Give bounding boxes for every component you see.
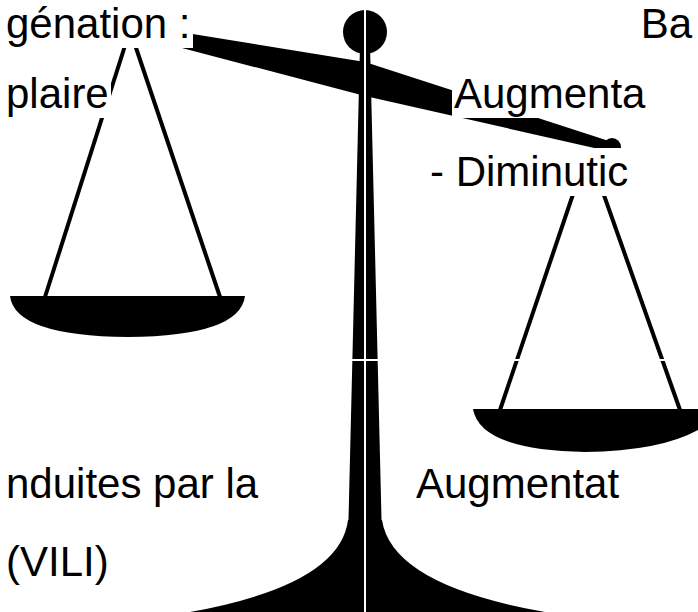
pan-string [130,30,220,297]
label-text: Augmenta [452,70,647,118]
label-text: génation : [4,0,193,48]
guide-line [0,359,698,361]
scale-pan [473,409,698,452]
label-text: (VILI) [4,538,111,586]
guide-line [364,0,366,612]
scale-base [190,520,545,612]
label-text: Ba [639,0,694,48]
label-text: nduites par la [4,460,260,508]
label-text: Augmentat [414,460,621,508]
label-text: - Diminutic [428,148,630,196]
scale-pan [10,296,245,337]
label-text: plaire [4,70,111,118]
